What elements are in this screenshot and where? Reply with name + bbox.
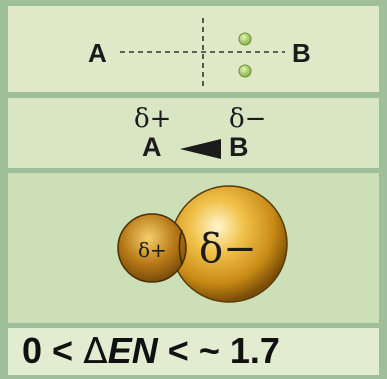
atom-b-label: B: [292, 38, 311, 68]
electronegativity-range-text: 0 < ΔEN < ~ 1.7: [22, 330, 280, 372]
electronegativity-symbol: EN: [107, 330, 158, 371]
polar-bond-wedge: [180, 139, 221, 159]
delta-symbol: Δ: [83, 331, 108, 372]
partial-charge-panel: [8, 98, 379, 168]
range-upper-value: 1.7: [229, 330, 280, 371]
atom-a-label: A: [88, 38, 107, 68]
less-than-sign: <: [52, 330, 74, 371]
electron-dot-upper: [238, 32, 252, 46]
overlap-arc: [178, 229, 183, 265]
electronegativity-range-panel: [8, 328, 379, 375]
partial-negative-label: δ−: [229, 104, 267, 134]
atom-a-label: A: [142, 132, 162, 162]
approx-symbol: ~: [198, 330, 220, 371]
large-sphere-charge-label: δ−: [199, 226, 257, 272]
electron-pair-panel: [8, 6, 379, 92]
atom-b-label: B: [229, 132, 249, 162]
small-atom-sphere: [117, 213, 187, 283]
small-sphere-charge-label: δ+: [138, 238, 167, 262]
partial-positive-label: δ+: [134, 104, 172, 134]
range-lower-value: 0: [22, 330, 43, 371]
electron-dot-lower: [238, 64, 252, 78]
less-than-sign: <: [167, 330, 189, 371]
